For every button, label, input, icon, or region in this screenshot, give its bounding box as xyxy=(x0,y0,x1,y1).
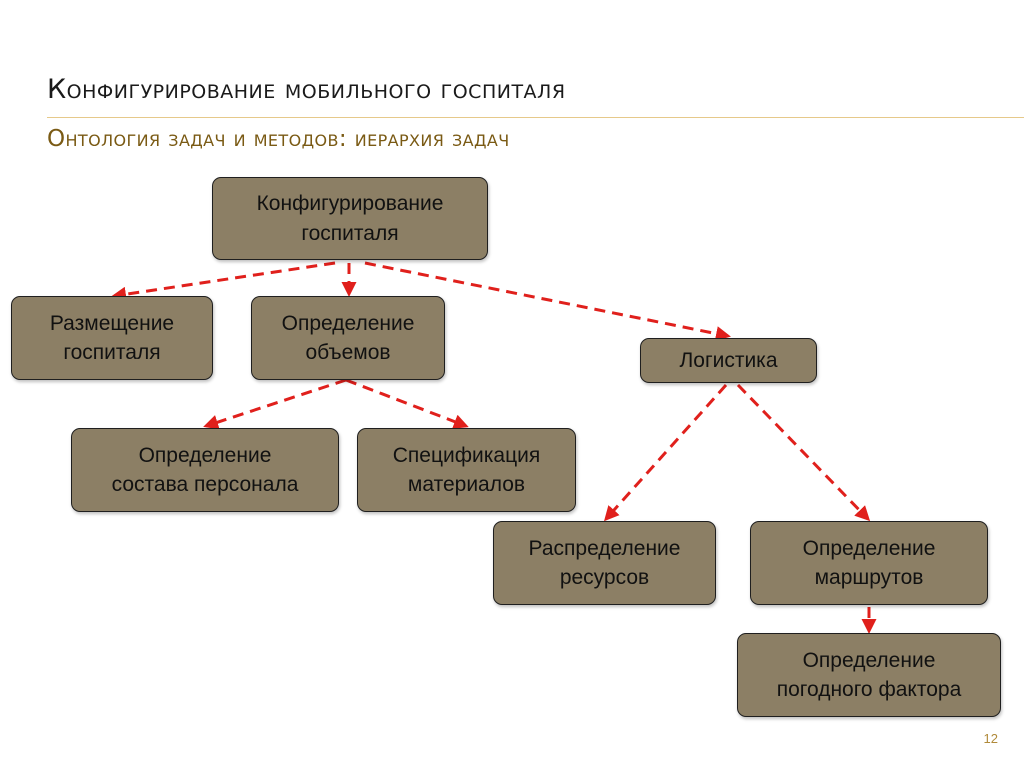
node-hospital-configuration: Конфигурирование госпиталя xyxy=(212,177,488,260)
page-subtitle: Онтология задач и методов: иерархия зада… xyxy=(47,126,510,152)
node-logistics: Логистика xyxy=(640,338,817,383)
edge-logistics-to-resources xyxy=(603,383,728,522)
node-hospital-placement: Размещение госпиталя xyxy=(11,296,213,380)
node-staff-definition: Определение состава персонала xyxy=(71,428,339,512)
node-route-definition: Определение маршрутов xyxy=(750,521,988,605)
node-volume-definition: Определение объемов xyxy=(251,296,445,380)
edge-root-to-placement xyxy=(111,261,336,302)
node-label: Конфигурирование госпиталя xyxy=(256,192,444,245)
node-label: Спецификация материалов xyxy=(392,443,541,496)
node-label: Размещение госпиталя xyxy=(49,311,175,364)
title-divider xyxy=(47,117,1024,118)
node-label: Определение состава персонала xyxy=(111,443,299,496)
node-label: Логистика xyxy=(679,348,778,372)
edge-volumes-to-materials xyxy=(345,378,469,429)
node-weather-factor: Определение погодного фактора xyxy=(737,633,1001,717)
node-label: Определение маршрутов xyxy=(802,536,936,589)
edge-volumes-to-staff xyxy=(203,378,347,430)
page-title: Конфигурирование мобильного госпиталя xyxy=(47,74,566,105)
node-label: Определение объемов xyxy=(281,311,415,364)
node-materials-specification: Спецификация материалов xyxy=(357,428,576,512)
node-label: Определение погодного фактора xyxy=(776,648,962,701)
node-resource-allocation: Распределение ресурсов xyxy=(493,521,716,605)
page-number: 12 xyxy=(983,731,998,746)
edge-logistics-to-routes xyxy=(736,383,871,522)
edge-root-to-logistics xyxy=(364,261,731,341)
node-label: Распределение ресурсов xyxy=(528,536,681,589)
